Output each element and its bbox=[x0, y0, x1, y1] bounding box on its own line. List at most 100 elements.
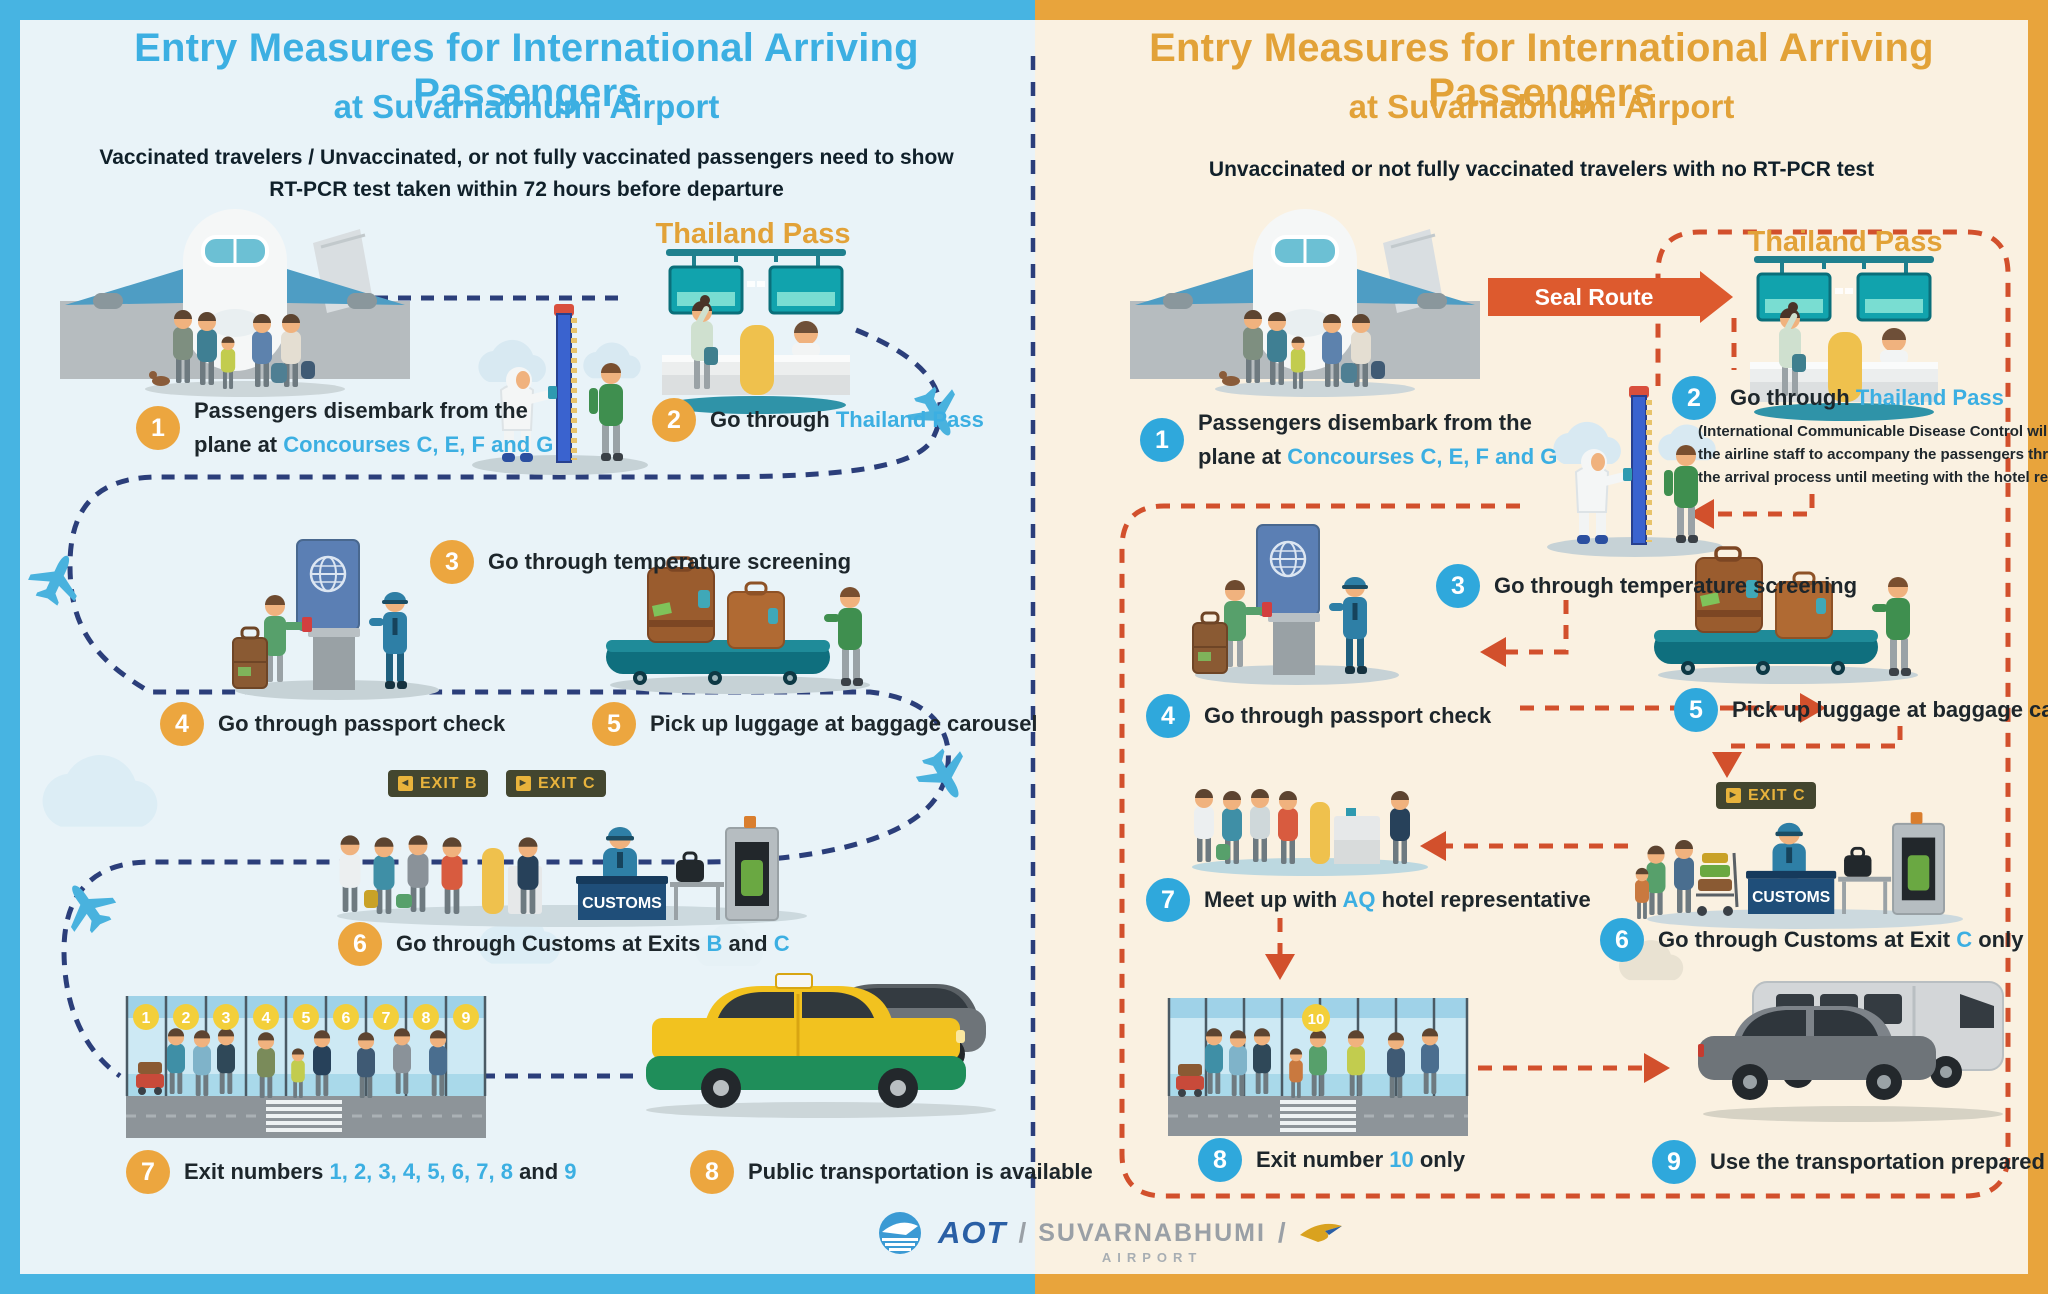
step-text-highlight: Concourses C, E, F and G bbox=[1287, 444, 1558, 469]
step-text: Go through passport check bbox=[1204, 703, 1492, 728]
step-8-right: 8 Exit number 10 only bbox=[1198, 1138, 1465, 1182]
step-4-left: 4 Go through passport check bbox=[160, 702, 505, 746]
step-number-badge: 1 bbox=[1140, 418, 1184, 462]
exit-c-sign-left: EXIT C bbox=[506, 770, 606, 797]
step-text-line1: Passengers disembark from the bbox=[194, 398, 528, 423]
step-number-badge: 2 bbox=[1672, 376, 1716, 420]
step-3-left: 3 Go through temperature screening bbox=[430, 540, 851, 584]
step-text-pre: Meet up with bbox=[1204, 887, 1343, 912]
left-panel-subtitle: at Suvarnabhumi Airport bbox=[333, 88, 720, 125]
frame-band bbox=[0, 1274, 1035, 1294]
thailand-pass-heading-left: Thailand Pass bbox=[655, 218, 851, 250]
step-text-mid: and bbox=[512, 1159, 565, 1184]
step-number-badge: 6 bbox=[338, 922, 382, 966]
thailand-pass-heading-right: Thailand Pass bbox=[1747, 226, 1943, 258]
step-2-left: 2 Go through Thailand Pass bbox=[652, 398, 984, 442]
arrow-right-icon bbox=[516, 776, 531, 791]
step-text-highlight: C bbox=[1956, 927, 1973, 952]
step-text: Go through Thailand Pass bbox=[1730, 381, 2004, 415]
left-panel-title: Entry Measures for International Arrivin… bbox=[134, 26, 919, 115]
step-2-right: 2 Go through Thailand Pass bbox=[1672, 376, 2004, 420]
step-text-highlight: 10 bbox=[1389, 1147, 1414, 1172]
step-number-badge: 8 bbox=[690, 1150, 734, 1194]
step-number-badge: 8 bbox=[1198, 1138, 1242, 1182]
exit-b-sign: EXIT B bbox=[388, 770, 488, 797]
note-line1: (International Communicable Disease Cont… bbox=[1698, 423, 2048, 440]
step-text-highlight: Thailand Pass bbox=[1855, 385, 2004, 410]
step-text-pre: Exit number bbox=[1256, 1147, 1390, 1172]
step-number-badge: 4 bbox=[1146, 694, 1190, 738]
aot-wordmark: AOT bbox=[938, 1215, 1007, 1250]
note-line2: the airline staff to accompany the passe… bbox=[1698, 446, 2048, 463]
step-text: Go through temperature screening bbox=[1494, 573, 1858, 598]
step-text-post: hotel representative bbox=[1375, 887, 1591, 912]
aot-logo-icon bbox=[879, 1212, 921, 1254]
step-1-right: 1 Passengers disembark from the plane at… bbox=[1140, 406, 1557, 474]
step-5-left: 5 Pick up luggage at baggage carousel bbox=[592, 702, 1038, 746]
step-text-highlight: AQ bbox=[1342, 887, 1376, 912]
right-panel-description: Unvaccinated or not fully vaccinated tra… bbox=[1208, 158, 1875, 181]
exit-sign-label: EXIT C bbox=[1748, 786, 1806, 804]
frame-band bbox=[1035, 0, 2048, 20]
frame-band bbox=[2028, 0, 2048, 1294]
step-number-badge: 7 bbox=[126, 1150, 170, 1194]
airport-word: AIRPORT bbox=[1101, 1249, 1203, 1265]
step-text: Go through passport check bbox=[218, 711, 506, 736]
right-panel-subtitle: at Suvarnabhumi Airport bbox=[1348, 88, 1735, 125]
step-text-highlight: Thailand Pass bbox=[835, 407, 984, 432]
step-text-pre: Go through Customs at Exits bbox=[396, 931, 707, 956]
step-3-right: 3 Go through temperature screening bbox=[1436, 564, 1857, 608]
exit-sign-label: EXIT C bbox=[538, 774, 596, 792]
step-number-badge: 7 bbox=[1146, 878, 1190, 922]
step-text: Passengers disembark from the plane at C… bbox=[1198, 406, 1557, 474]
left-panel-description-line1: Vaccinated travelers / Unvaccinated, or … bbox=[99, 146, 954, 169]
step-6-right: 6 Go through Customs at Exit C only bbox=[1600, 918, 2023, 962]
step-number-badge: 1 bbox=[136, 406, 180, 450]
step-text: Pick up luggage at baggage carousel bbox=[650, 711, 1038, 736]
step-text-highlight: C bbox=[773, 931, 790, 956]
arrow-left-icon bbox=[398, 776, 413, 791]
step-8-left: 8 Public transportation is available bbox=[690, 1150, 1093, 1194]
step-9-right: 9 Use the transportation prepared by hot… bbox=[1652, 1140, 2048, 1184]
step-number-badge: 9 bbox=[1652, 1140, 1696, 1184]
right-panel-title: Entry Measures for International Arrivin… bbox=[1149, 26, 1934, 115]
step-number-badge: 4 bbox=[160, 702, 204, 746]
step-text: Exit numbers 1, 2, 3, 4, 5, 6, 7, 8 and … bbox=[184, 1155, 577, 1189]
exit-c-sign-right: EXIT C bbox=[1716, 782, 1816, 809]
step-text-post: only bbox=[1413, 1147, 1466, 1172]
step-text: Exit number 10 only bbox=[1256, 1143, 1465, 1177]
step-text: Passengers disembark from the plane at C… bbox=[194, 394, 553, 462]
step-number-badge: 5 bbox=[592, 702, 636, 746]
exit-sign-label: EXIT B bbox=[420, 774, 478, 792]
footer-divider: / bbox=[1277, 1217, 1286, 1248]
step-text-highlight: 9 bbox=[564, 1159, 577, 1184]
step-text: Go through Customs at Exit C only bbox=[1658, 923, 2023, 957]
step-number-badge: 3 bbox=[430, 540, 474, 584]
arrow-right-icon bbox=[1726, 788, 1741, 803]
step-text-highlight: Concourses C, E, F and G bbox=[283, 432, 554, 457]
step-text: Public transportation is available bbox=[748, 1159, 1093, 1184]
step-text-highlight: B bbox=[706, 931, 723, 956]
frame-band bbox=[1035, 1274, 2048, 1294]
frame-band bbox=[0, 0, 20, 1294]
seal-route-banner: Seal Route bbox=[1488, 271, 1733, 323]
step-text-post: only bbox=[1972, 927, 2024, 952]
step-text: Go through Customs at Exits B and C bbox=[396, 927, 790, 961]
step-text-pre: Go through bbox=[710, 407, 836, 432]
step-text-pre: Go through Customs at Exit bbox=[1658, 927, 1957, 952]
step-text-highlight: 1, 2, 3, 4, 5, 6, 7, 8 bbox=[329, 1159, 513, 1184]
step-7-left: 7 Exit numbers 1, 2, 3, 4, 5, 6, 7, 8 an… bbox=[126, 1150, 577, 1194]
step-text: Go through temperature screening bbox=[488, 549, 852, 574]
step-text-line2: plane at bbox=[1198, 444, 1288, 469]
footer-logo-lockup: AOT / SUVARNABHUMI AIRPORT / bbox=[874, 1210, 1344, 1265]
step-text: Meet up with AQ hotel representative bbox=[1204, 883, 1591, 917]
bird-plane-icon bbox=[1299, 1223, 1342, 1242]
step-text: Use the transportation prepared by hotel bbox=[1710, 1149, 2048, 1174]
step-1-left: 1 Passengers disembark from the plane at… bbox=[136, 394, 553, 462]
note-line3: the arrival process until meeting with t… bbox=[1698, 469, 2048, 486]
right-panel-background bbox=[1035, 0, 2048, 1294]
step-text-pre: Exit numbers bbox=[184, 1159, 330, 1184]
footer-divider: / bbox=[1018, 1217, 1027, 1248]
step-text-line1: Passengers disembark from the bbox=[1198, 410, 1532, 435]
